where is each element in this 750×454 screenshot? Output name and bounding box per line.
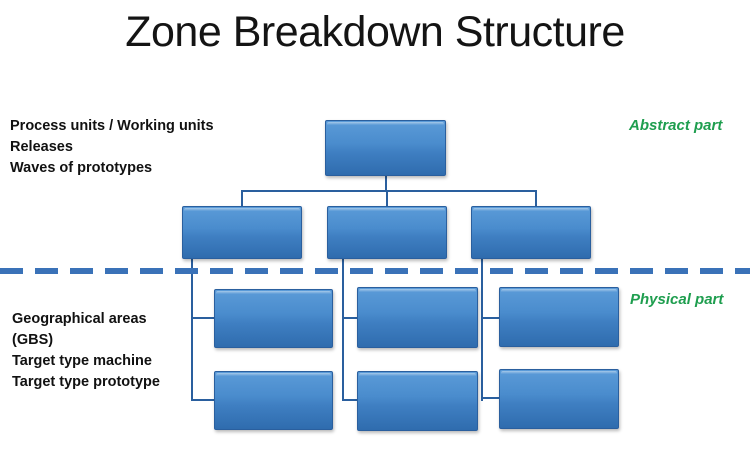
- abstract-physical-divider: [0, 268, 750, 274]
- node-level2-right[interactable]: [471, 206, 591, 259]
- connector-trunk-middle: [342, 258, 344, 401]
- node-level4-right[interactable]: [499, 369, 619, 429]
- connector-level2-drop-middle: [386, 190, 388, 207]
- connector-stub-right-row4: [481, 397, 500, 399]
- node-root[interactable]: [325, 120, 446, 176]
- physical-label-line-1: Geographical areas: [12, 311, 147, 327]
- node-level3-right[interactable]: [499, 287, 619, 347]
- node-level4-middle[interactable]: [357, 371, 478, 431]
- node-level3-left[interactable]: [214, 289, 333, 348]
- node-level3-middle[interactable]: [357, 287, 478, 348]
- physical-part-annotation: Physical part: [630, 291, 724, 308]
- abstract-label-line-1: Process units / Working units: [10, 118, 214, 134]
- connector-stub-right-row3: [481, 317, 500, 319]
- abstract-label-group: Process units / Working units Releases W…: [10, 116, 214, 179]
- connector-level2-drop-left: [241, 190, 243, 207]
- connector-root-stem: [385, 176, 387, 192]
- page-title: Zone Breakdown Structure: [125, 8, 625, 56]
- connector-stub-left-row4: [191, 399, 215, 401]
- physical-label-line-3: Target type machine: [12, 353, 152, 369]
- node-level2-middle[interactable]: [327, 206, 447, 259]
- connector-stub-left-row3: [191, 317, 215, 319]
- connector-trunk-left: [191, 258, 193, 401]
- node-level2-left[interactable]: [182, 206, 302, 259]
- physical-label-group: Geographical areas (GBS) Target type mac…: [12, 309, 160, 393]
- connector-stub-middle-row3: [342, 317, 358, 319]
- abstract-label-line-2: Releases: [10, 139, 73, 155]
- connector-level2-drop-right: [535, 190, 537, 207]
- node-level4-left[interactable]: [214, 371, 333, 430]
- connector-stub-middle-row4: [342, 399, 358, 401]
- connector-trunk-right: [481, 258, 483, 401]
- abstract-label-line-3: Waves of prototypes: [10, 160, 153, 176]
- abstract-part-annotation: Abstract part: [629, 117, 723, 134]
- physical-label-line-4: Target type prototype: [12, 374, 160, 390]
- connector-level2-bus: [241, 190, 537, 192]
- physical-label-line-2: (GBS): [12, 332, 54, 348]
